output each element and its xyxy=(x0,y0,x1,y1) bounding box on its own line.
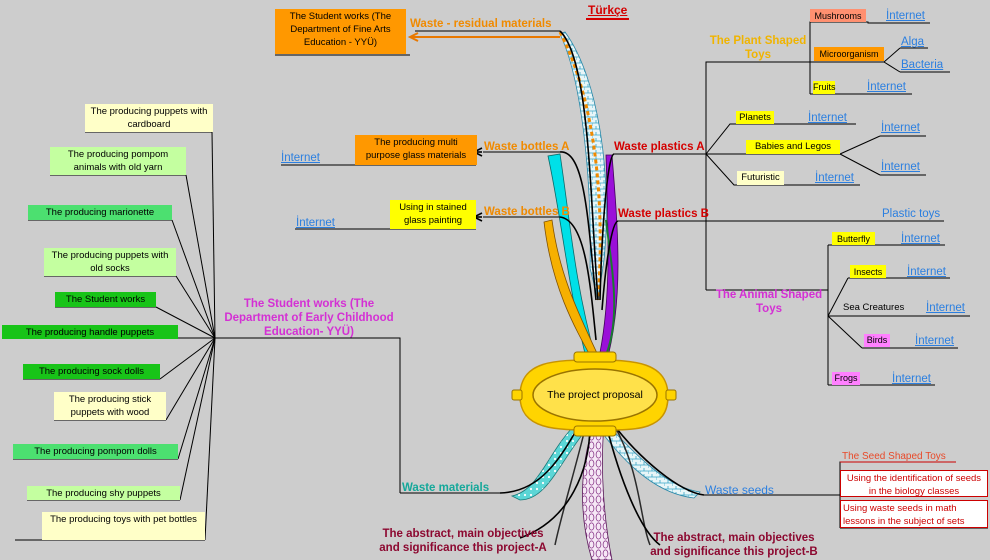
ribbon-brick-low xyxy=(599,424,701,499)
ribbon-orange-dash xyxy=(558,31,602,301)
item-sock-puppets: The producing puppets with old socks xyxy=(44,248,176,276)
node-butterfly: Butterfly xyxy=(832,232,875,245)
ribbon-dark-b xyxy=(613,424,651,546)
branch-bottles-a: Waste bottles A xyxy=(484,141,570,153)
internet-link-babies-2[interactable]: İnternet xyxy=(881,161,920,173)
internet-link-babies-1[interactable]: İnternet xyxy=(881,122,920,134)
internet-link-futuristic[interactable]: İnternet xyxy=(815,172,854,184)
internet-link-butterfly[interactable]: İnternet xyxy=(901,233,940,245)
node-birds: Birds xyxy=(864,334,890,347)
node-planets: Planets xyxy=(736,111,774,124)
item-student-works: The Student works xyxy=(55,292,156,307)
branch-waste-materials: Waste materials xyxy=(402,482,490,494)
ribbon-green xyxy=(603,219,616,361)
fine-arts-box: The Student works (The Department of Fin… xyxy=(275,9,406,54)
plant-shaped-title: The Plant Shaped Toys xyxy=(709,35,807,61)
item-pompom-dolls: The producing pompom dolls xyxy=(13,444,178,459)
item-sock-dolls: The producing sock dolls xyxy=(23,364,160,379)
link-plastic-toys[interactable]: Plastic toys xyxy=(882,208,941,220)
item-marionette: The producing marionette xyxy=(28,205,172,220)
internet-link-mushrooms[interactable]: İnternet xyxy=(886,10,925,22)
ribbon-dark-a xyxy=(554,424,587,546)
animal-shaped-title: The Animal Shaped Toys xyxy=(715,289,823,315)
node-babies-legos: Babies and Legos xyxy=(746,140,840,154)
branch-abstract-b: The abstract, main objectives and signif… xyxy=(650,532,818,558)
item-cardboard-puppets: The producing puppets with cardboard xyxy=(85,104,213,132)
seed-biology-box: Using the identification of seeds in the… xyxy=(840,470,988,497)
seed-math-box: Using waste seeds in math lessons in the… xyxy=(840,500,988,528)
center-node xyxy=(511,351,677,437)
internet-link-frogs[interactable]: İnternet xyxy=(892,373,931,385)
ribbon-oval-left xyxy=(582,424,613,560)
node-futuristic: Futuristic xyxy=(737,171,784,185)
link-alga[interactable]: Alga xyxy=(901,36,925,48)
branch-bottles-b: Waste bottles B xyxy=(484,206,570,218)
internet-link-planets[interactable]: İnternet xyxy=(808,112,847,124)
seed-shaped-title: The Seed Shaped Toys xyxy=(842,451,946,462)
item-pompom-animals: The producing pompom animals with old ya… xyxy=(50,147,186,175)
glass-materials-box: The producing multi purpose glass materi… xyxy=(355,135,477,165)
internet-link-bottles-b[interactable]: İnternet xyxy=(296,217,335,229)
node-frogs: Frogs xyxy=(832,372,860,385)
center-title: The project proposal xyxy=(547,389,643,401)
branch-residual: Waste - residual materials xyxy=(410,18,552,30)
branch-plastics-a: Waste plastics A xyxy=(614,141,705,153)
ribbon-dots xyxy=(510,421,591,501)
stained-glass-box: Using in stained glass painting xyxy=(390,200,476,229)
branch-waste-seeds: Waste seeds xyxy=(705,483,774,497)
internet-link-birds[interactable]: İnternet xyxy=(915,335,954,347)
internet-link-bottles-a[interactable]: İnternet xyxy=(281,152,320,164)
node-sea-creatures: Sea Creatures xyxy=(843,302,905,313)
branch-abstract-a: The abstract, main objectives and signif… xyxy=(379,528,547,554)
early-childhood-title: The Student works (The Department of Ear… xyxy=(224,298,394,338)
internet-link-fruits[interactable]: İnternet xyxy=(867,81,906,93)
node-fruits: Fruits xyxy=(813,81,836,94)
link-bacteria[interactable]: Bacteria xyxy=(901,59,944,71)
node-insects: Insects xyxy=(850,265,886,278)
language-link-turkish[interactable]: Türkçe xyxy=(586,3,630,20)
item-shy-puppets: The producing shy puppets xyxy=(27,486,180,500)
item-stick-puppets: The producing stick puppets with wood xyxy=(54,392,166,420)
node-microorganism: Microorganism xyxy=(814,47,884,61)
node-mushrooms: Mushrooms xyxy=(810,9,866,22)
item-pet-bottle-toys: The producing toys with pet bottles xyxy=(42,512,205,540)
item-handle-puppets: The producing handle puppets xyxy=(2,325,178,339)
internet-link-sea[interactable]: İnternet xyxy=(926,302,965,314)
internet-link-insects[interactable]: İnternet xyxy=(907,266,946,278)
branch-plastics-b: Waste plastics B xyxy=(618,208,709,220)
